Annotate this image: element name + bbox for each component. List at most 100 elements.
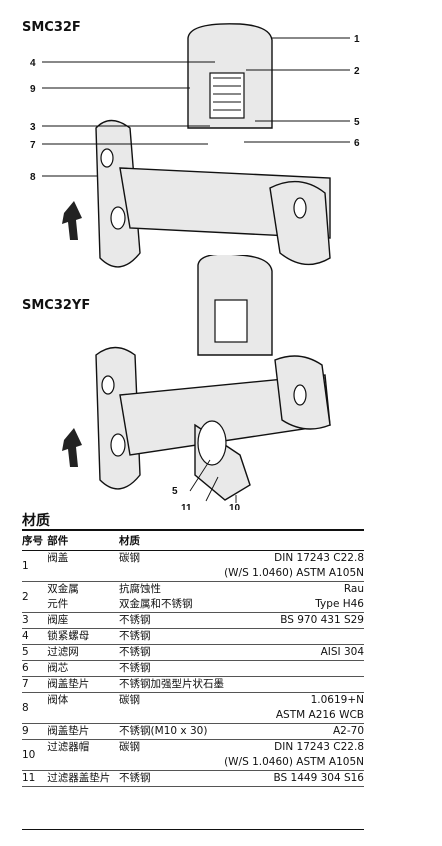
cell-standard-line: ASTM A216 WCB <box>275 709 364 721</box>
cell-part-line: 阀体 <box>47 694 69 706</box>
callout-2: 2 <box>354 66 360 77</box>
strainer-screen <box>197 420 227 466</box>
callout-5: 5 <box>172 486 178 497</box>
cell-part-line: 元件 <box>47 598 69 610</box>
cell-part: 阀盖垫片 <box>47 723 120 740</box>
cell-no: 8 <box>22 692 48 724</box>
callout-7: 7 <box>30 140 36 151</box>
cell-no: 10 <box>22 739 48 771</box>
cell-material: 不锈钢加强型片状石墨 <box>119 676 225 693</box>
cell-part: 阀座 <box>47 612 120 629</box>
cell-standard-line <box>224 677 364 692</box>
cell-standard-line <box>224 629 364 644</box>
table-header-row: 序号 部件 材质 <box>22 529 364 551</box>
cell-standard-line: (W/S 1.0460) ASTM A105N <box>224 567 364 579</box>
cell-part-line <box>47 566 119 581</box>
cell-standard-line: DIN 17243 C22.8 <box>274 741 364 753</box>
row-number: 7 <box>22 678 29 690</box>
cell-standard-line: Type H46 <box>315 598 364 610</box>
bottom-divider <box>22 829 364 830</box>
cell-standard: DIN 17243 C22.8(W/S 1.0460) ASTM A105N <box>224 739 364 771</box>
row-number: 10 <box>22 748 36 761</box>
row-number: 4 <box>22 630 29 642</box>
flange-bolt-hole <box>110 206 126 230</box>
cell-no: 2 <box>22 581 48 613</box>
cell-part-line <box>47 708 119 723</box>
callout-9: 9 <box>30 84 36 95</box>
cell-part: 锁紧螺母 <box>47 628 120 645</box>
cell-material: 不锈钢 <box>119 612 225 629</box>
cell-material-line: 碳钢 <box>119 552 141 564</box>
cell-part-line: 锁紧螺母 <box>47 630 90 642</box>
table-row: 4 锁紧螺母 不锈钢 <box>22 628 364 645</box>
cell-no: 4 <box>22 628 48 645</box>
cell-part-line: 阀芯 <box>47 662 69 674</box>
callout-8: 8 <box>30 172 36 183</box>
cell-material-line: 双金属和不锈钢 <box>119 598 193 610</box>
cell-material-line <box>119 755 224 770</box>
cell-material-line: 碳钢 <box>119 694 141 706</box>
cell-material-line: 抗腐蚀性 <box>119 583 162 595</box>
flange-bolt-hole <box>100 148 114 168</box>
smc32f-cutaway-drawing: 1 4 2 9 3 5 7 6 8 <box>30 23 360 268</box>
cell-part: 过滤网 <box>47 644 120 661</box>
callout-6: 6 <box>354 138 360 149</box>
model-label-smc32f: SMC32F <box>22 20 81 35</box>
cell-no: 3 <box>22 612 48 629</box>
cell-no: 6 <box>22 660 48 677</box>
cell-standard: 1.0619+N ASTM A216 WCB <box>224 692 364 724</box>
cell-material-line: 不锈钢 <box>119 646 151 658</box>
cell-no: 7 <box>22 676 48 693</box>
smc32yf-cutaway-drawing: 5 11 10 <box>62 255 331 510</box>
cell-standard <box>224 676 364 693</box>
cell-standard-line: AISI 304 <box>320 646 364 658</box>
callout-1: 1 <box>354 34 360 45</box>
cell-material-line: 碳钢 <box>119 741 141 753</box>
row-number: 8 <box>22 701 29 714</box>
cell-standard: A2-70 <box>224 723 364 740</box>
row-number: 9 <box>22 725 29 737</box>
cell-part: 阀盖垫片 <box>47 676 120 693</box>
cell-material: 抗腐蚀性双金属和不锈钢 <box>119 581 225 613</box>
cell-material-line: 不锈钢 <box>119 614 151 626</box>
cell-material: 不锈钢 <box>119 644 225 661</box>
cell-part-line <box>47 755 119 770</box>
cell-material-line: 不锈钢 <box>119 662 151 674</box>
header-no: 序号 <box>22 529 48 551</box>
bimetal-stack <box>214 299 248 343</box>
row-number: 6 <box>22 662 29 674</box>
table-row: 7 阀盖垫片不锈钢加强型片状石墨 <box>22 676 364 693</box>
cell-part: 双金属元件 <box>47 581 120 613</box>
cell-standard: AISI 304 <box>224 644 364 661</box>
materials-title: 材质 <box>22 513 50 529</box>
model-label-smc32yf: SMC32YF <box>22 298 91 313</box>
callout-10: 10 <box>229 503 241 510</box>
cell-part-line: 过滤网 <box>47 646 79 658</box>
cell-material: 碳钢 <box>119 550 225 582</box>
cell-part: 过滤器帽 <box>47 739 120 771</box>
callout-11: 11 <box>181 503 192 510</box>
header-material: 材质 <box>119 529 225 551</box>
cell-material: 碳钢 <box>119 739 225 771</box>
cell-part: 阀芯 <box>47 660 120 677</box>
cell-standard-line: 1.0619+N <box>310 694 364 706</box>
cell-material-line: 不锈钢 <box>119 630 151 642</box>
cell-part: 阀体 <box>47 692 120 724</box>
table-row: 8 阀体 碳钢 1.0619+N ASTM A216 WCB <box>22 692 364 724</box>
cell-standard <box>224 660 364 677</box>
cell-standard-line: BS 1449 304 S16 <box>273 772 365 784</box>
cell-standard-line: BS 970 431 S29 <box>280 614 364 626</box>
cell-material-line: 不锈钢(M10 x 30) <box>119 725 208 737</box>
cell-material: 不锈钢 <box>119 770 225 787</box>
cell-material: 碳钢 <box>119 692 225 724</box>
right-flange <box>269 180 331 266</box>
cell-material: 不锈钢(M10 x 30) <box>119 723 225 740</box>
flange-bolt-hole <box>293 197 307 219</box>
table-row: 10 过滤器帽碳钢 DIN 17243 C22.8(W/S 1.0460) ASTM… <box>22 739 364 771</box>
cell-standard-line: Rau <box>343 583 364 595</box>
cell-material-line: 不锈钢 <box>119 772 151 784</box>
